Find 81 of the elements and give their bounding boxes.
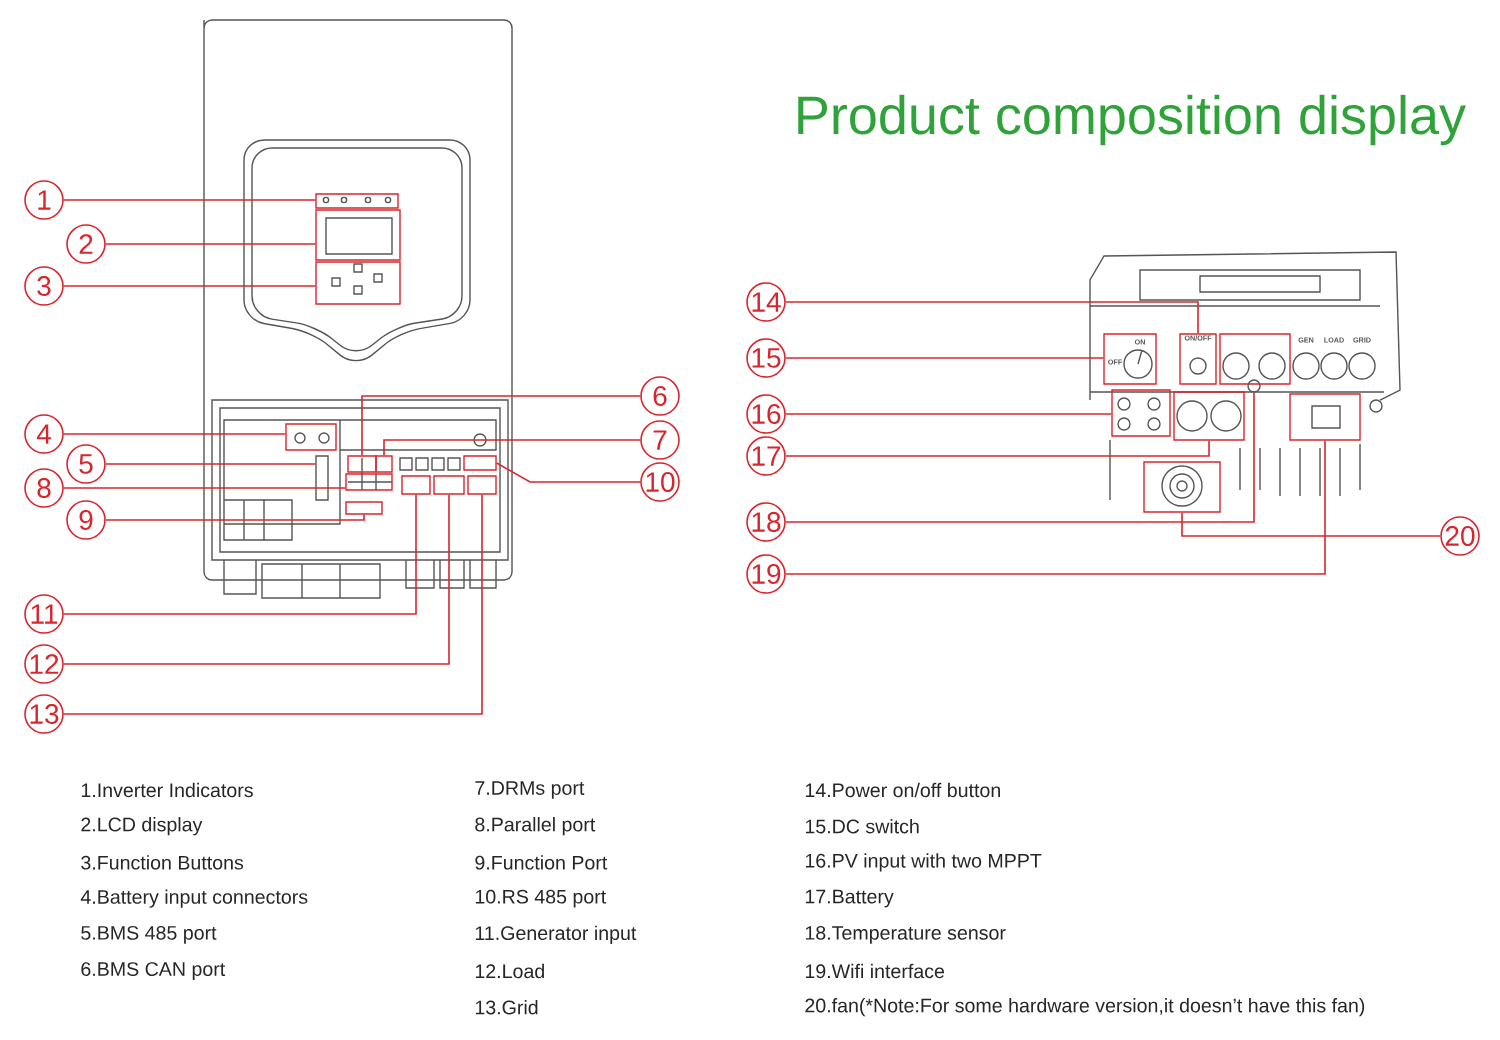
leader-line	[63, 199, 317, 201]
list-item: 9.Function Port	[475, 855, 608, 870]
highlight-frame	[1289, 393, 1361, 441]
leader-line	[63, 493, 450, 665]
callout-number: 16	[746, 394, 786, 434]
list-item: 6.BMS CAN port	[81, 962, 226, 980]
callout-number: 18	[746, 502, 786, 542]
list-item: 5.BMS 485 port	[81, 925, 217, 944]
highlight-frame	[345, 501, 383, 515]
leader-line	[495, 462, 641, 483]
callout-number: 5	[66, 444, 106, 484]
callout-number: 17	[746, 436, 786, 476]
leader-line	[63, 493, 483, 715]
leader-line	[63, 285, 317, 287]
highlight-frame	[347, 455, 377, 473]
callout-number: 6	[640, 376, 680, 416]
list-item: 1.Inverter Indicators	[81, 782, 253, 798]
list-item: 11.Generator input	[475, 925, 637, 944]
callout-number: 3	[24, 266, 64, 306]
highlight-frame	[285, 423, 337, 451]
leader-line	[63, 433, 287, 435]
bracket-part	[315, 455, 329, 501]
highlight-frame	[1179, 333, 1217, 385]
callout-number: 9	[66, 500, 106, 540]
callout-number: 1	[24, 180, 64, 220]
list-item: 15.DC switch	[805, 819, 919, 834]
callout-number: 8	[24, 468, 64, 508]
leader-line	[361, 395, 641, 457]
title: Product composition display	[798, 94, 1466, 146]
temperature-sensor	[1247, 379, 1261, 393]
highlight-frame	[467, 475, 497, 495]
leader-line	[785, 391, 1255, 523]
highlight-frame	[1143, 461, 1221, 513]
callout-number: 20	[1440, 516, 1480, 556]
leader-line	[785, 301, 1199, 335]
leader-line	[785, 439, 1210, 457]
callout-number: 10	[640, 462, 680, 502]
callout-number: 11	[24, 594, 64, 634]
highlight-frame	[315, 261, 401, 305]
list-item: 16.PV input with two MPPT	[805, 853, 1042, 872]
list-item: 14.Power on/off button	[805, 782, 1000, 798]
highlight-frame	[375, 455, 393, 473]
leader-line	[1181, 511, 1441, 537]
highlight-frame	[345, 473, 393, 491]
callout-number: 4	[24, 414, 64, 454]
list-item: 20.fan(*Note:For some hardware version,it doesn’t have this fan)	[805, 998, 1365, 1017]
highlight-frame	[401, 475, 431, 495]
list-item: 17.Battery	[805, 889, 894, 908]
list-item: 18.Temperature sensor	[805, 925, 1006, 944]
leader-line	[105, 513, 365, 521]
list-item: 3.Function Buttons	[81, 855, 244, 870]
highlight-frame	[433, 475, 465, 495]
list-item: 2.LCD display	[81, 817, 203, 836]
list-item: 7.DRMs port	[475, 781, 585, 799]
callout-number: 2	[66, 224, 106, 264]
leader-line	[105, 243, 317, 245]
callout-number: 15	[746, 338, 786, 378]
highlight-frame	[315, 193, 399, 209]
leader-line	[785, 413, 1113, 415]
list-item: 19.Wifi interface	[805, 963, 945, 979]
highlight-frame	[463, 455, 497, 471]
list-item: 4.Battery input connectors	[80, 889, 308, 908]
leader-line	[105, 463, 317, 465]
callout-number: 12	[24, 644, 64, 684]
leader-line	[383, 439, 641, 457]
list-item: 13.Grid	[475, 1000, 538, 1015]
highlight-frame	[1173, 391, 1245, 441]
highlight-frame	[1111, 389, 1171, 437]
list-item: 10.RS 485 port	[475, 889, 607, 908]
callout-number: 14	[746, 282, 786, 322]
highlight-frame	[1103, 333, 1157, 385]
callout-number: 7	[640, 420, 680, 460]
leader-line	[63, 493, 417, 615]
leader-line	[63, 487, 347, 489]
highlight-frame	[315, 209, 401, 261]
callout-number: 19	[746, 554, 786, 594]
list-item: 12.Load	[475, 963, 544, 979]
callout-number: 13	[24, 694, 64, 734]
list-item: 8.Parallel port	[475, 817, 596, 836]
leader-line	[785, 439, 1326, 575]
leader-line	[785, 357, 1105, 359]
